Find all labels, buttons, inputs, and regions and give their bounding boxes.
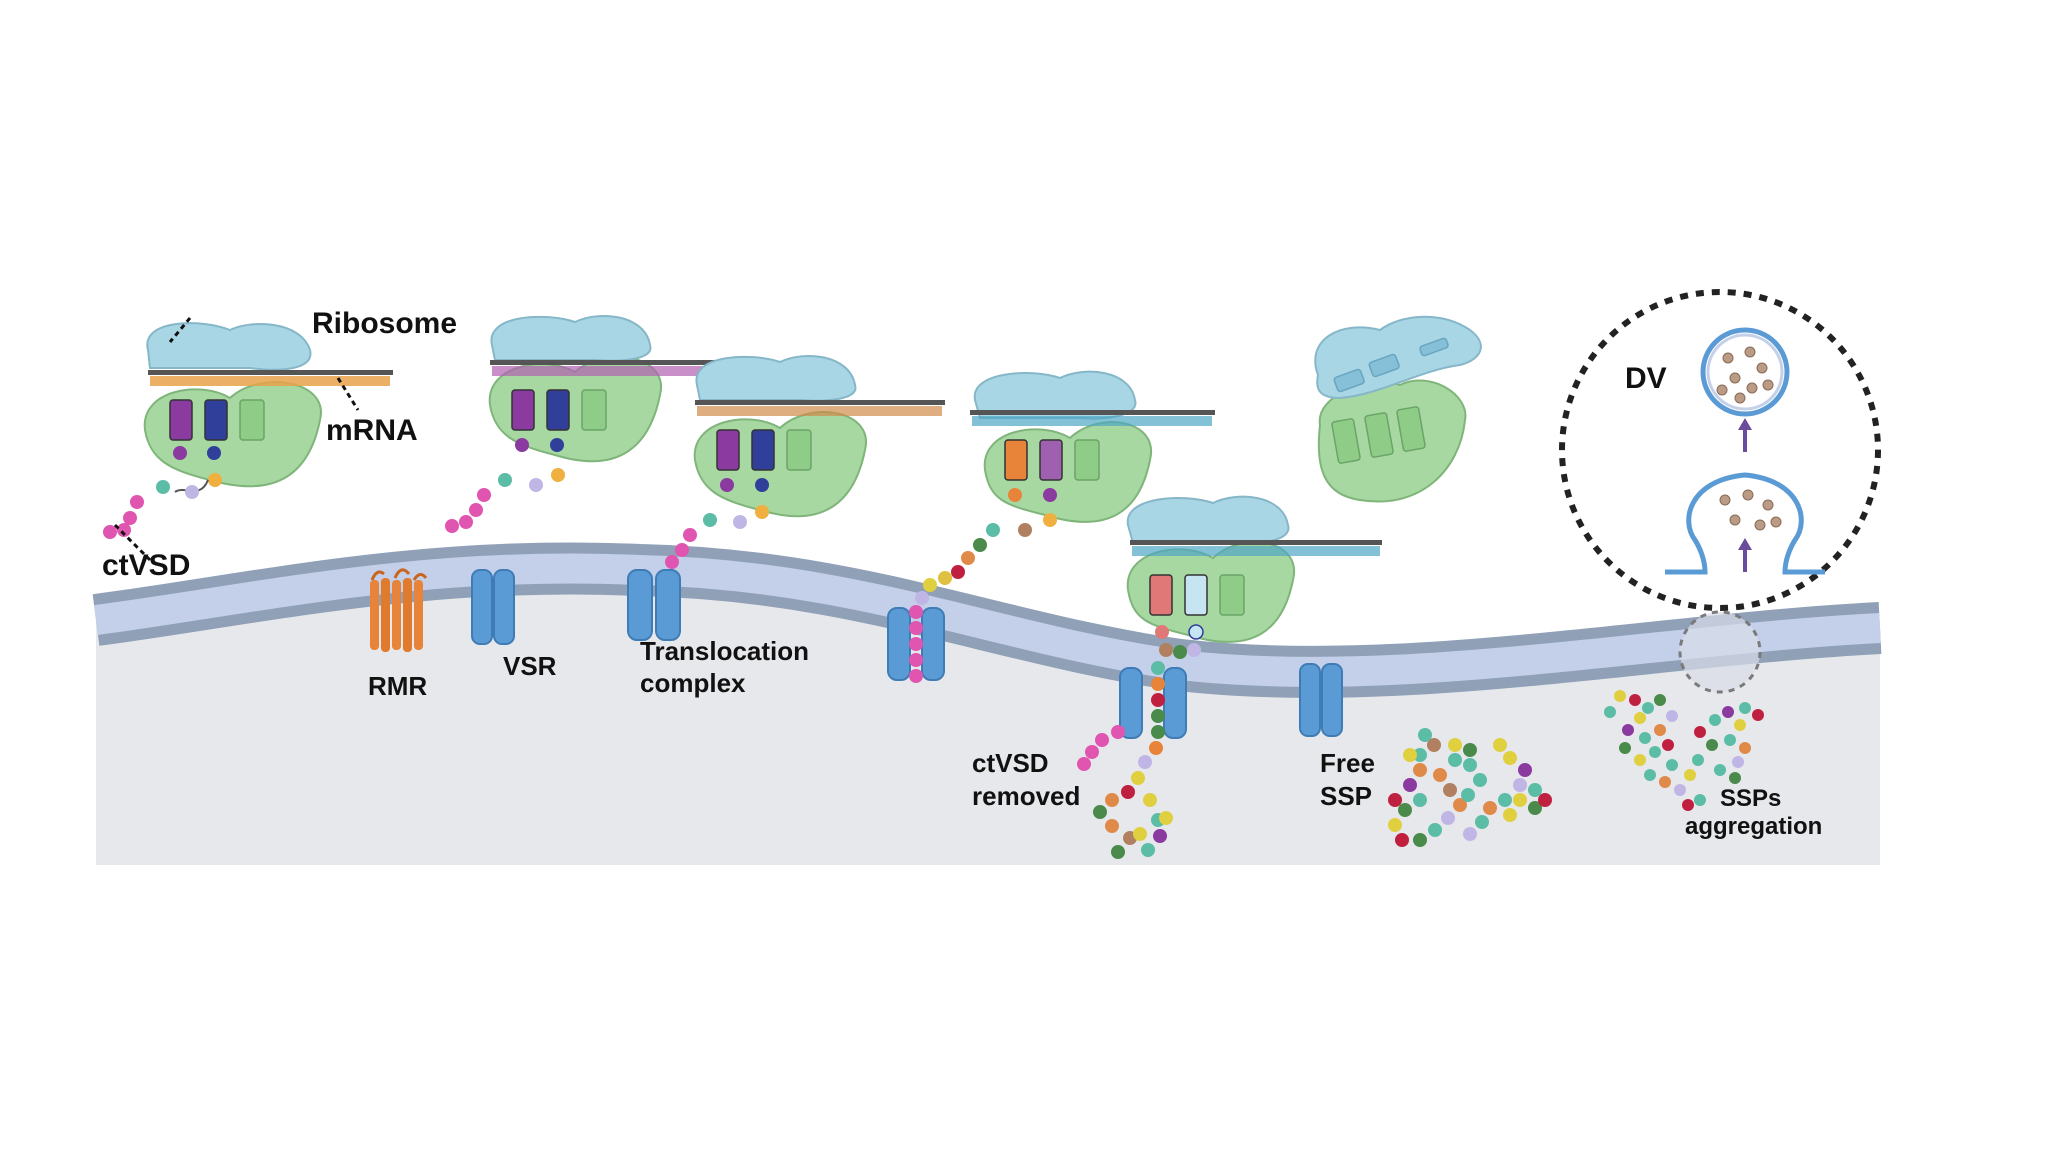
translocation-complex-with-peptide (887, 605, 945, 683)
translocation-complex (627, 569, 681, 641)
label-ribosome: Ribosome (312, 307, 457, 340)
label-rmr: RMR (368, 671, 427, 701)
label-vsr: VSR (503, 651, 557, 681)
label-ctvsd-removed-2: removed (972, 781, 1080, 811)
membrane-inner (94, 553, 1881, 687)
translocation-complex-cleaving (1119, 667, 1187, 739)
ribosome-5 (1077, 495, 1382, 859)
ribosome-2 (445, 315, 740, 533)
free-ssp (1388, 728, 1552, 847)
label-mrna: mRNA (326, 414, 418, 447)
label-ctvsd-removed-1: ctVSD (972, 748, 1049, 778)
budding-site (1678, 610, 1762, 694)
ribosome-3 (665, 355, 945, 569)
dense-vesicle-inset (1559, 289, 1881, 611)
label-ssps: SSPs (1720, 785, 1781, 812)
mrna-pointer (336, 377, 360, 411)
ribosome-1 (103, 317, 393, 539)
dense-vesicle (1700, 327, 1790, 417)
ribosome-4 (915, 370, 1215, 605)
label-ctvsd: ctVSD (102, 549, 190, 582)
label-free-ssp-2: SSP (1320, 781, 1372, 811)
budding-vesicle (1665, 472, 1825, 575)
label-aggregation: aggregation (1685, 813, 1822, 840)
lumen-region (96, 568, 1880, 865)
label-translocation-1: Translocation (640, 636, 809, 666)
label-free-ssp-1: Free (1320, 748, 1375, 778)
ribosome-detached (1314, 315, 1482, 503)
vsr-receptor (471, 569, 515, 645)
receptor-free (1299, 663, 1343, 737)
rmr-receptor (370, 568, 428, 652)
label-translocation-2: complex (640, 668, 746, 698)
ssps-aggregation (1604, 690, 1764, 811)
label-dv: DV (1625, 362, 1667, 395)
